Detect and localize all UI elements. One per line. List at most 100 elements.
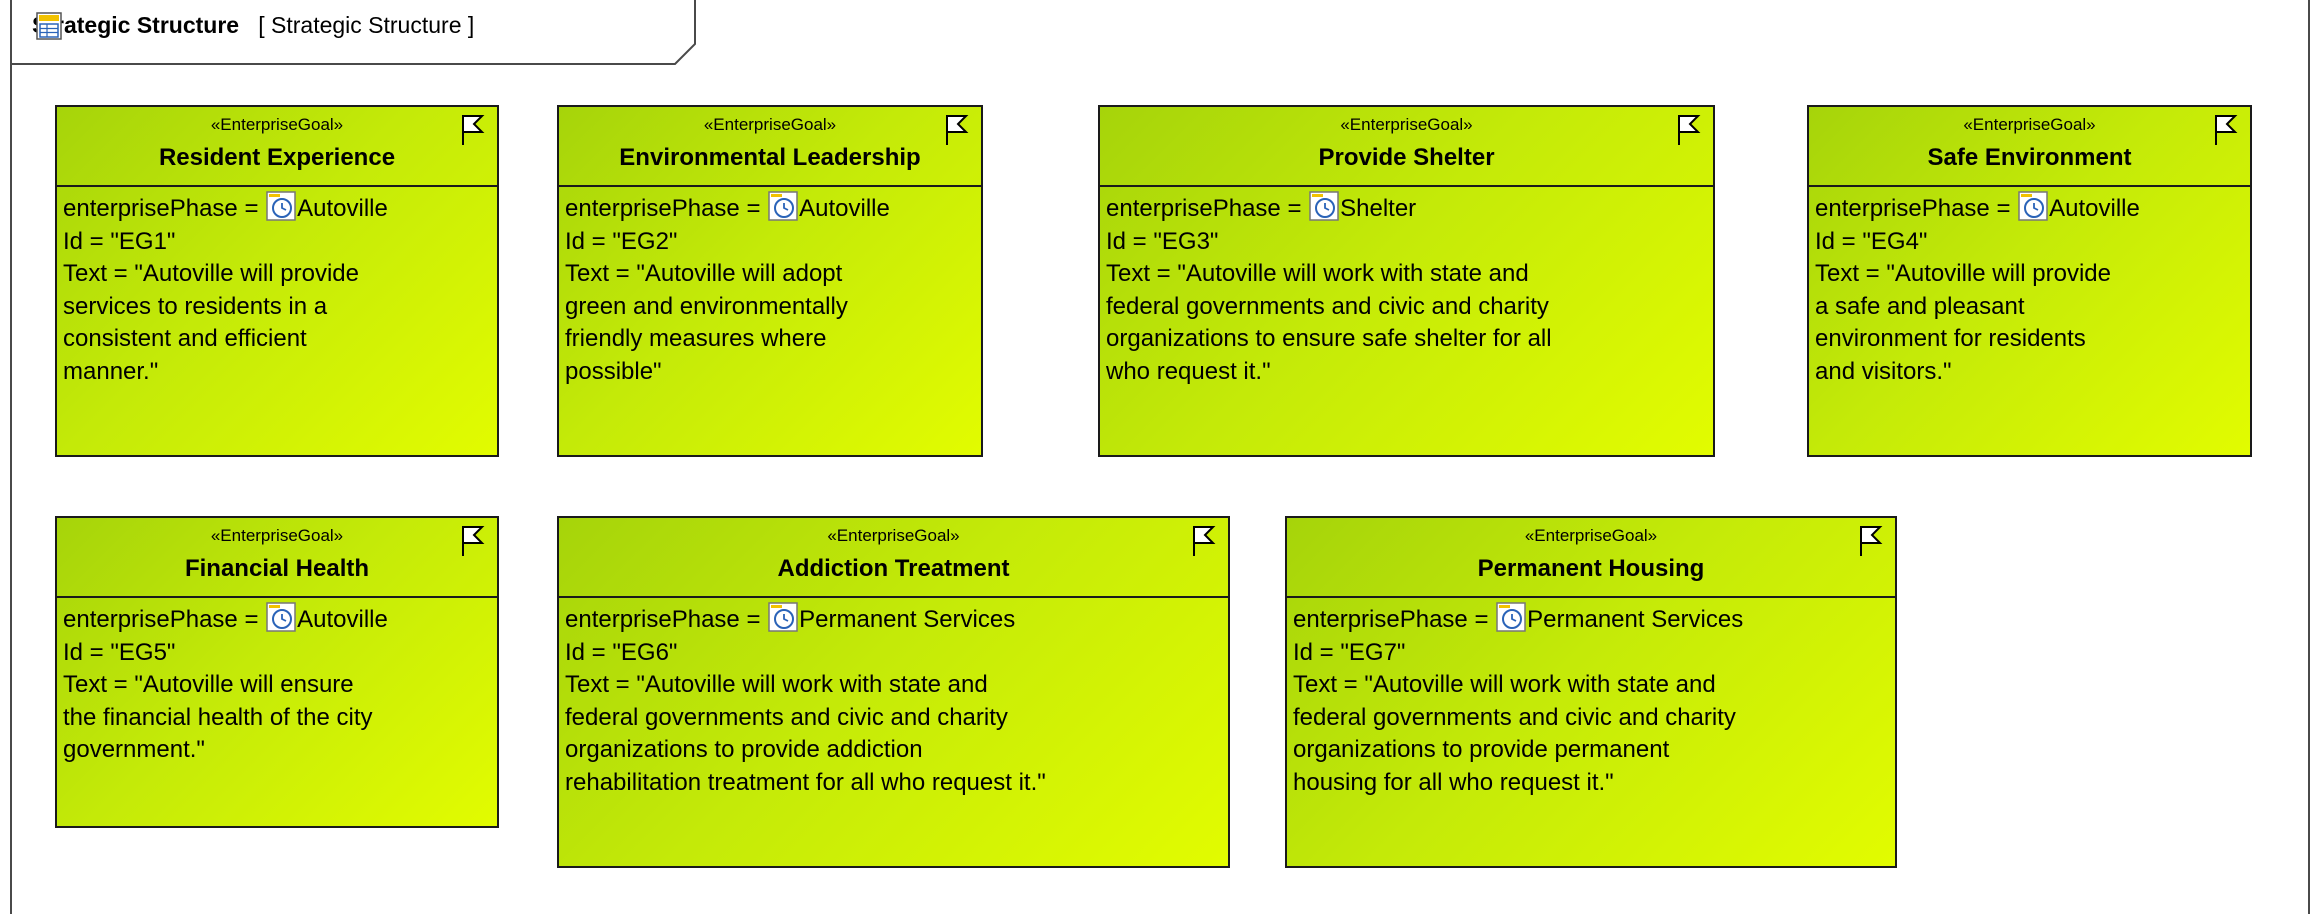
block-properties: enterprisePhase = Autoville Id = "EG4" T… — [1809, 187, 2250, 388]
id-property: Id = "EG5" — [63, 638, 176, 666]
block-header: «EnterpriseGoal» Addiction Treatment — [559, 518, 1228, 598]
text-line: possible" — [565, 357, 662, 385]
block-name: Addiction Treatment — [777, 555, 1010, 582]
phase-value: Autoville — [297, 195, 388, 222]
text-line: Text = "Autoville will ensure — [63, 671, 354, 698]
phase-value: Permanent Services — [799, 606, 1016, 633]
phase-clock-icon — [266, 191, 296, 221]
stereotype-label: «EnterpriseGoal» — [1963, 115, 2096, 134]
id-property: Id = "EG6" — [565, 638, 678, 666]
enterprise-goal-block[interactable]: «EnterpriseGoal» Addiction Treatment ent… — [557, 516, 1230, 868]
stereotype-label: «EnterpriseGoal» — [210, 115, 344, 134]
goal-flag-icon — [2215, 115, 2238, 145]
stereotype-label: «EnterpriseGoal» — [827, 526, 960, 545]
block-properties: enterprisePhase = Shelter Id = "EG3" Tex… — [1100, 187, 1713, 388]
phase-clock-icon — [768, 602, 798, 632]
block-properties: enterprisePhase = Autoville Id = "EG2" T… — [559, 187, 981, 388]
block-name: Permanent Housing — [1477, 555, 1705, 582]
id-property: Id = "EG3" — [1106, 227, 1219, 255]
block-header: «EnterpriseGoal» Permanent Housing — [1287, 518, 1895, 598]
phase-clock-icon — [266, 602, 296, 632]
text-line: Text = "Autoville will adopt — [565, 260, 843, 287]
stereotype-label: «EnterpriseGoal» — [1524, 526, 1658, 545]
phase-property: enterprisePhase = Shelter — [1106, 191, 1709, 226]
text-line: environment for residents — [1815, 325, 2086, 352]
text-line: rehabilitation treatment for all who req… — [565, 768, 1046, 796]
block-header: «EnterpriseGoal» Safe Environment — [1809, 107, 2250, 187]
phase-value: Autoville — [297, 606, 388, 633]
block-header: «EnterpriseGoal» Provide Shelter — [1100, 107, 1713, 187]
text-line: friendly measures where — [565, 325, 827, 352]
block-header: «EnterpriseGoal» Resident Experience — [57, 107, 497, 187]
id-property: Id = "EG4" — [1815, 227, 1928, 255]
text-line: green and environmentally — [565, 292, 848, 320]
enterprise-goal-block[interactable]: «EnterpriseGoal» Environmental Leadershi… — [557, 105, 983, 457]
id-property: Id = "EG1" — [63, 227, 176, 255]
text-line: organizations to provide addiction — [565, 736, 923, 763]
diagram-frame — [10, 0, 2310, 914]
text-line: who request it." — [1106, 357, 1271, 385]
text-line: organizations to ensure safe shelter for… — [1106, 325, 1552, 352]
block-header: «EnterpriseGoal» Environmental Leadershi… — [559, 107, 981, 187]
stereotype-label: «EnterpriseGoal» — [703, 115, 837, 134]
frame-name: Strategic Structure — [271, 12, 462, 38]
text-line: and visitors." — [1815, 357, 1952, 385]
block-name: Safe Environment — [1927, 144, 2132, 171]
block-properties: enterprisePhase = Permanent Services Id … — [559, 598, 1228, 799]
enterprise-goal-block[interactable]: «EnterpriseGoal» Resident Experience ent… — [55, 105, 499, 457]
phase-clock-icon — [1496, 602, 1526, 632]
block-properties: enterprisePhase = Permanent Services Id … — [1287, 598, 1895, 799]
text-line: government." — [63, 736, 205, 763]
goal-flag-icon — [462, 526, 485, 556]
enterprise-goal-block[interactable]: «EnterpriseGoal» Provide Shelter enterpr… — [1098, 105, 1715, 457]
phase-clock-icon — [2018, 191, 2048, 221]
text-line: a safe and pleasant — [1815, 292, 2025, 320]
stereotype-label: «EnterpriseGoal» — [210, 526, 344, 545]
stereotype-label: «EnterpriseGoal» — [1340, 115, 1473, 134]
goal-flag-icon — [1860, 526, 1883, 556]
block-name: Provide Shelter — [1318, 144, 1495, 171]
text-line: Text = "Autoville will work with state a… — [1293, 671, 1716, 698]
text-line: Text = "Autoville will provide — [63, 260, 359, 287]
phase-property: enterprisePhase = Autoville — [565, 191, 977, 226]
goal-flag-icon — [462, 115, 485, 145]
frame-tab-label: Strategic Structure [ Strategic Structur… — [32, 12, 475, 40]
text-line: housing for all who request it." — [1293, 768, 1614, 796]
phase-clock-icon — [1309, 191, 1339, 221]
text-line: manner." — [63, 357, 159, 385]
phase-property: enterprisePhase = Autoville — [1815, 191, 2246, 226]
enterprise-goal-block[interactable]: «EnterpriseGoal» Safe Environment enterp… — [1807, 105, 2252, 457]
diagram-table-icon — [36, 12, 62, 40]
id-property: Id = "EG2" — [565, 227, 678, 255]
phase-value: Autoville — [2049, 195, 2140, 222]
phase-property: enterprisePhase = Autoville — [63, 191, 493, 226]
block-name: Environmental Leadership — [619, 144, 921, 171]
phase-property: enterprisePhase = Autoville — [63, 602, 493, 637]
text-line: federal governments and civic and charit… — [1293, 703, 1736, 731]
goal-flag-icon — [1193, 526, 1216, 556]
phase-property: enterprisePhase = Permanent Services — [1293, 602, 1891, 637]
text-line: Text = "Autoville will work with state a… — [1106, 260, 1529, 287]
enterprise-goal-block[interactable]: «EnterpriseGoal» Financial Health enterp… — [55, 516, 499, 828]
enterprise-goal-block[interactable]: «EnterpriseGoal» Permanent Housing enter… — [1285, 516, 1897, 868]
block-header: «EnterpriseGoal» Financial Health — [57, 518, 497, 598]
text-line: organizations to provide permanent — [1293, 736, 1670, 763]
phase-value: Shelter — [1340, 195, 1417, 222]
phase-value: Autoville — [799, 195, 890, 222]
block-name: Financial Health — [184, 555, 370, 582]
text-line: federal governments and civic and charit… — [565, 703, 1008, 731]
id-property: Id = "EG7" — [1293, 638, 1406, 666]
goal-flag-icon — [946, 115, 969, 145]
text-line: federal governments and civic and charit… — [1106, 292, 1549, 320]
block-name: Resident Experience — [158, 144, 396, 171]
text-line: services to residents in a — [63, 292, 328, 320]
frame-kind: Strategic Structure — [32, 12, 240, 38]
text-line: Text = "Autoville will provide — [1815, 260, 2111, 287]
phase-clock-icon — [768, 191, 798, 221]
goal-flag-icon — [1678, 115, 1701, 145]
block-properties: enterprisePhase = Autoville Id = "EG5" T… — [57, 598, 497, 767]
text-line: consistent and efficient — [63, 325, 307, 352]
text-line: the financial health of the city — [63, 703, 373, 731]
phase-property: enterprisePhase = Permanent Services — [565, 602, 1224, 637]
block-properties: enterprisePhase = Autoville Id = "EG1" T… — [57, 187, 497, 388]
